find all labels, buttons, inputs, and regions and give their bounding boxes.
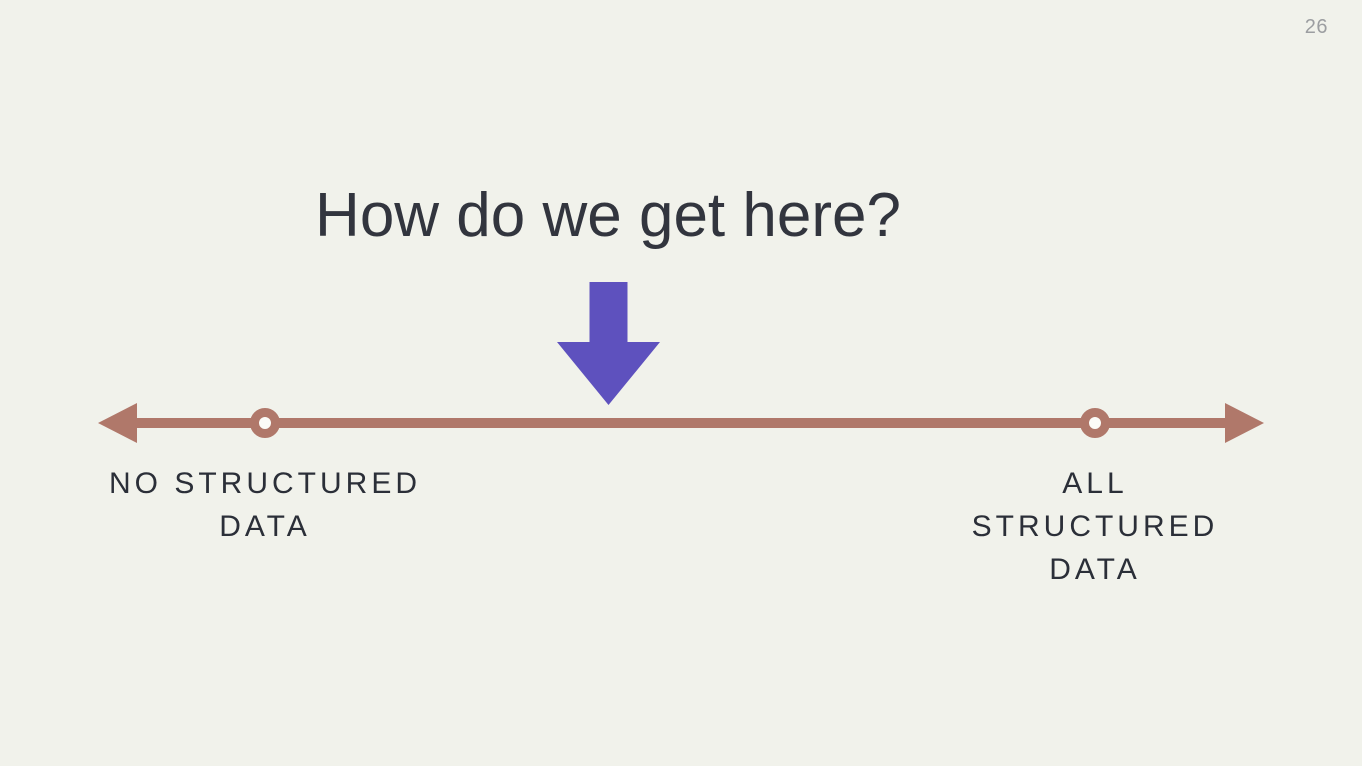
spectrum-axis	[98, 403, 1264, 443]
right-arrowhead-icon	[1225, 403, 1264, 443]
left-ring-marker	[250, 408, 280, 438]
right-axis-label: ALL STRUCTURED DATA	[971, 467, 1219, 586]
down-arrow-shape	[557, 282, 660, 405]
axis-line	[125, 418, 1237, 428]
left-arrowhead-icon	[98, 403, 137, 443]
right-ring-marker	[1080, 408, 1110, 438]
down-arrow-icon	[557, 282, 660, 405]
page-number: 26	[1304, 16, 1328, 38]
left-axis-label: NO STRUCTURED DATA	[109, 467, 421, 543]
slide-title: How do we get here?	[315, 181, 901, 250]
